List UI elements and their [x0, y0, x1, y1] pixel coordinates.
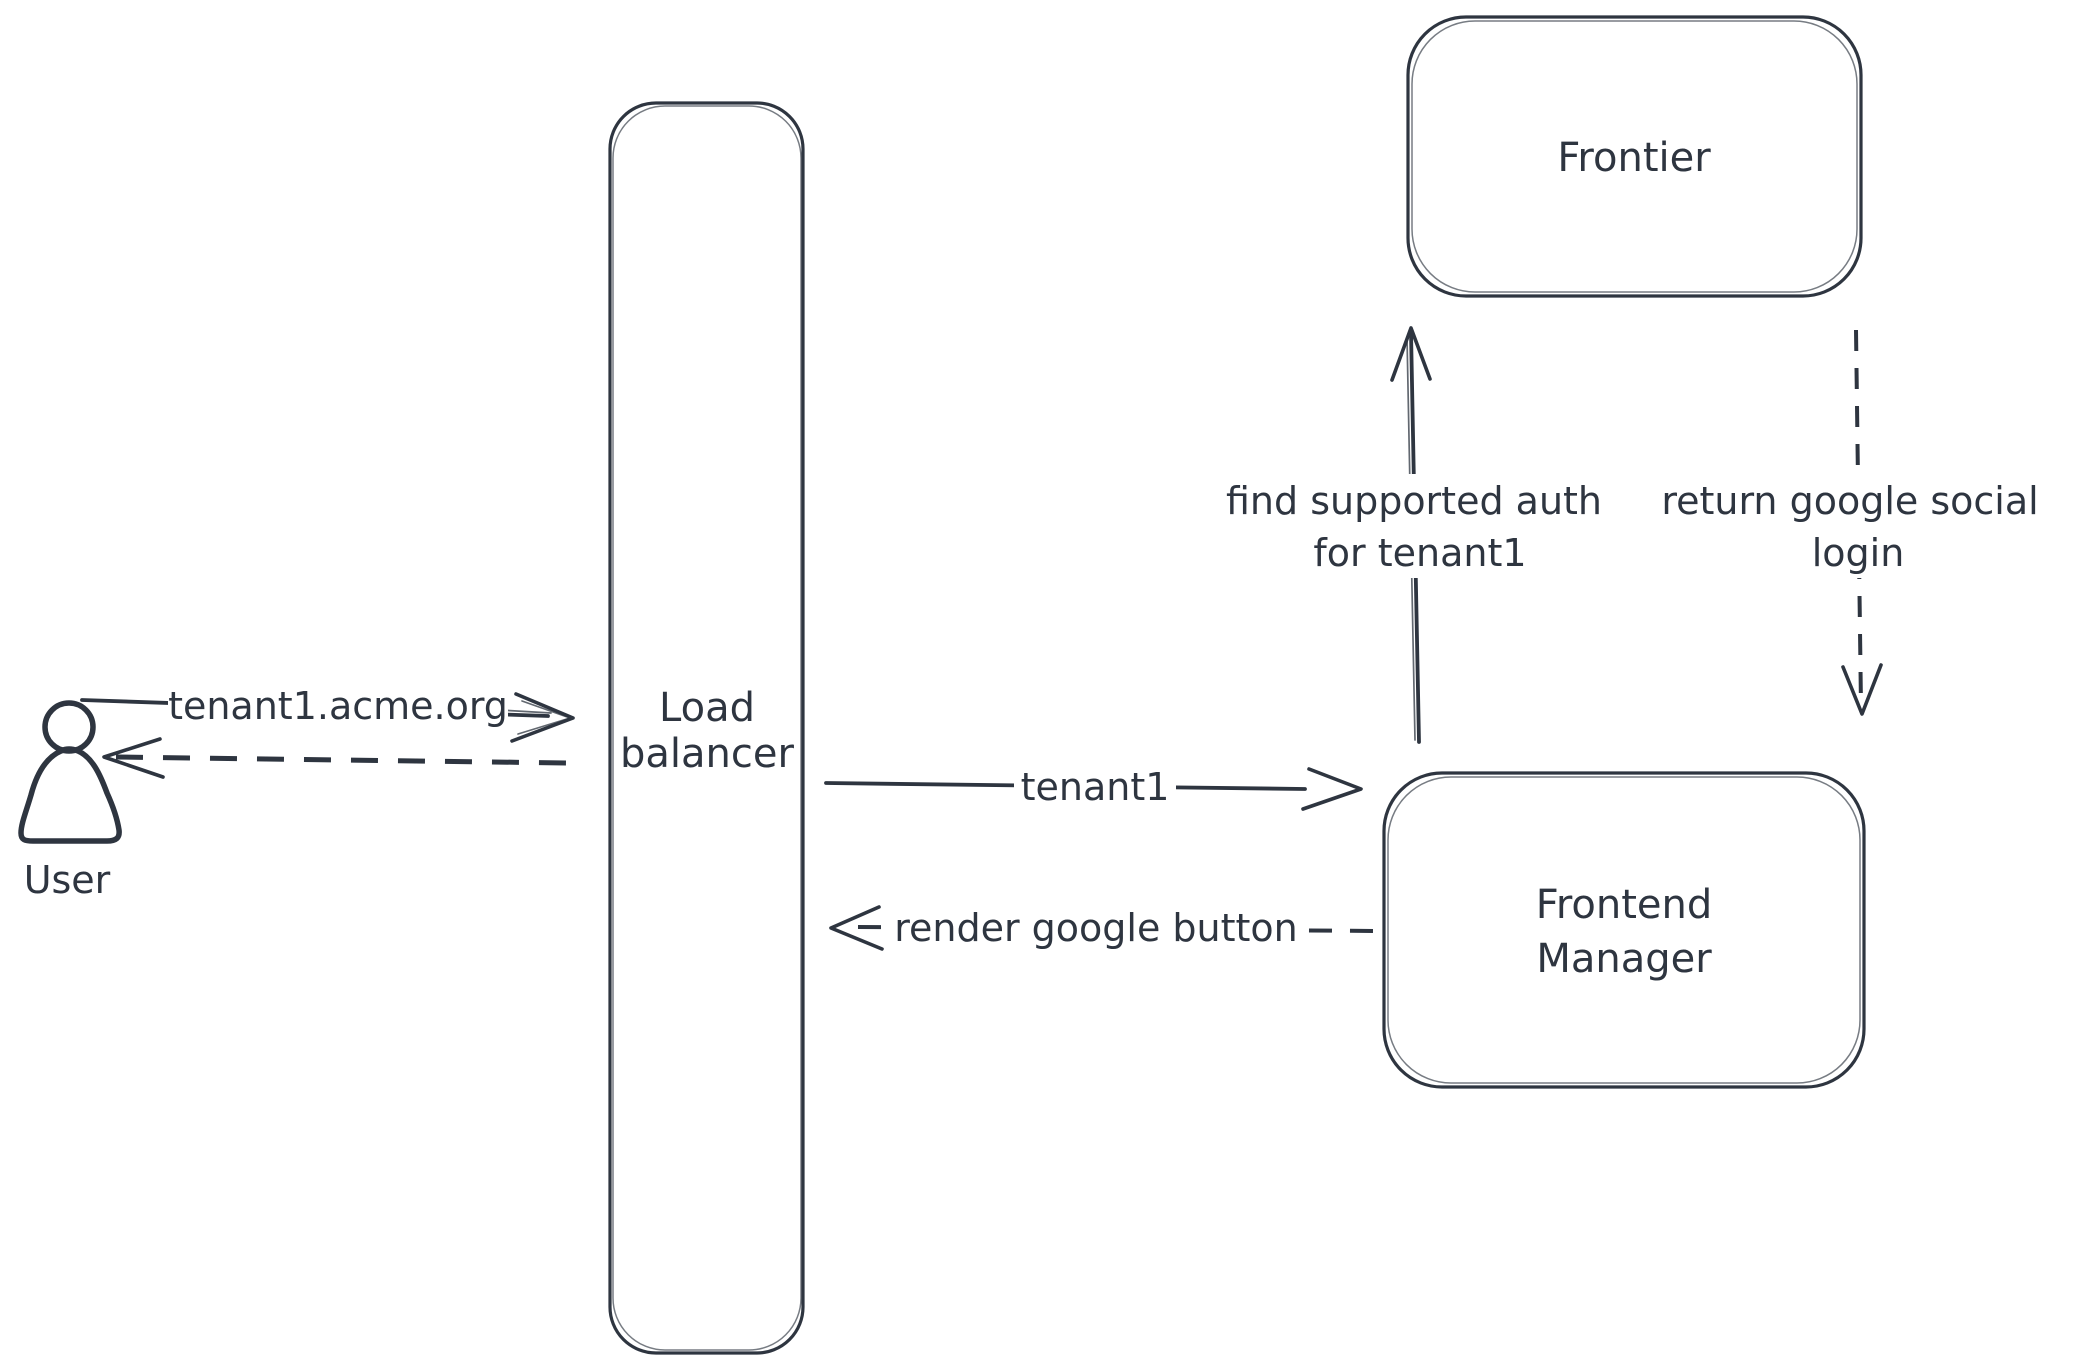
label-bg — [1636, 474, 2064, 578]
arrow-left-head — [829, 905, 884, 951]
edge-label-render-google-button: render google button — [894, 906, 1298, 950]
load-balancer-label-line2: balancer — [620, 731, 794, 777]
label-bg — [1204, 474, 1624, 578]
frontend-manager-node: Frontend Manager — [1382, 771, 1866, 1089]
user-actor: User — [18, 700, 122, 902]
arrow-frontendmanager-to-loadbalancer: render google button — [829, 896, 1379, 951]
label-bg — [1014, 764, 1176, 810]
frontend-manager-box — [1382, 771, 1866, 1089]
arrow-shaft-dashed — [115, 754, 571, 766]
edge-label-tenant1: tenant1 — [1021, 765, 1170, 809]
frontend-manager-label-line2: Manager — [1536, 936, 1712, 982]
frontier-label: Frontier — [1557, 135, 1711, 181]
user-label: User — [24, 858, 111, 902]
arrow-loadbalancer-to-frontendmanager: tenant1 — [824, 764, 1363, 811]
arrow-frontier-to-frontendmanager: return google social login — [1636, 329, 2064, 716]
arrow-right-head — [1301, 767, 1363, 811]
arrow-user-to-loadbalancer: tenant1.acme.org — [80, 682, 575, 743]
arrow-right-head-sketch — [517, 700, 571, 735]
frontier-box-sketch — [1411, 20, 1858, 293]
user-head — [42, 700, 96, 754]
arrow-frontendmanager-to-frontier: find supported auth for tenant1 — [1204, 326, 1624, 744]
arrow-up-head — [1390, 326, 1432, 382]
arrow-shaft-sketch — [499, 709, 552, 714]
arrow-down-head — [1841, 663, 1883, 716]
edge-label-tenant1-acme-org: tenant1.acme.org — [168, 684, 508, 728]
edge-label-find-supported-auth: find supported auth — [1226, 479, 1602, 523]
label-bg — [168, 682, 508, 732]
load-balancer-box — [608, 101, 805, 1355]
load-balancer-label-line1: Load — [659, 685, 755, 731]
load-balancer-box-sketch — [612, 105, 802, 1351]
arrow-right-head — [510, 692, 575, 743]
frontier-box — [1406, 15, 1863, 298]
label-bg — [884, 896, 1308, 950]
arrow-left-head — [102, 737, 165, 779]
arrow-loadbalancer-to-user — [102, 737, 571, 779]
load-balancer-node: Load balancer — [608, 101, 805, 1355]
frontend-manager-label-line1: Frontend — [1536, 882, 1713, 928]
arrow-shaft-dashed — [1854, 329, 1863, 707]
user-body — [18, 746, 122, 844]
edge-label-for-tenant1: for tenant1 — [1313, 531, 1526, 575]
edge-label-return-google-social: return google social — [1661, 479, 2038, 523]
edge-label-login: login — [1812, 531, 1905, 575]
frontier-node: Frontier — [1406, 15, 1863, 298]
frontend-manager-box-sketch — [1387, 776, 1861, 1084]
